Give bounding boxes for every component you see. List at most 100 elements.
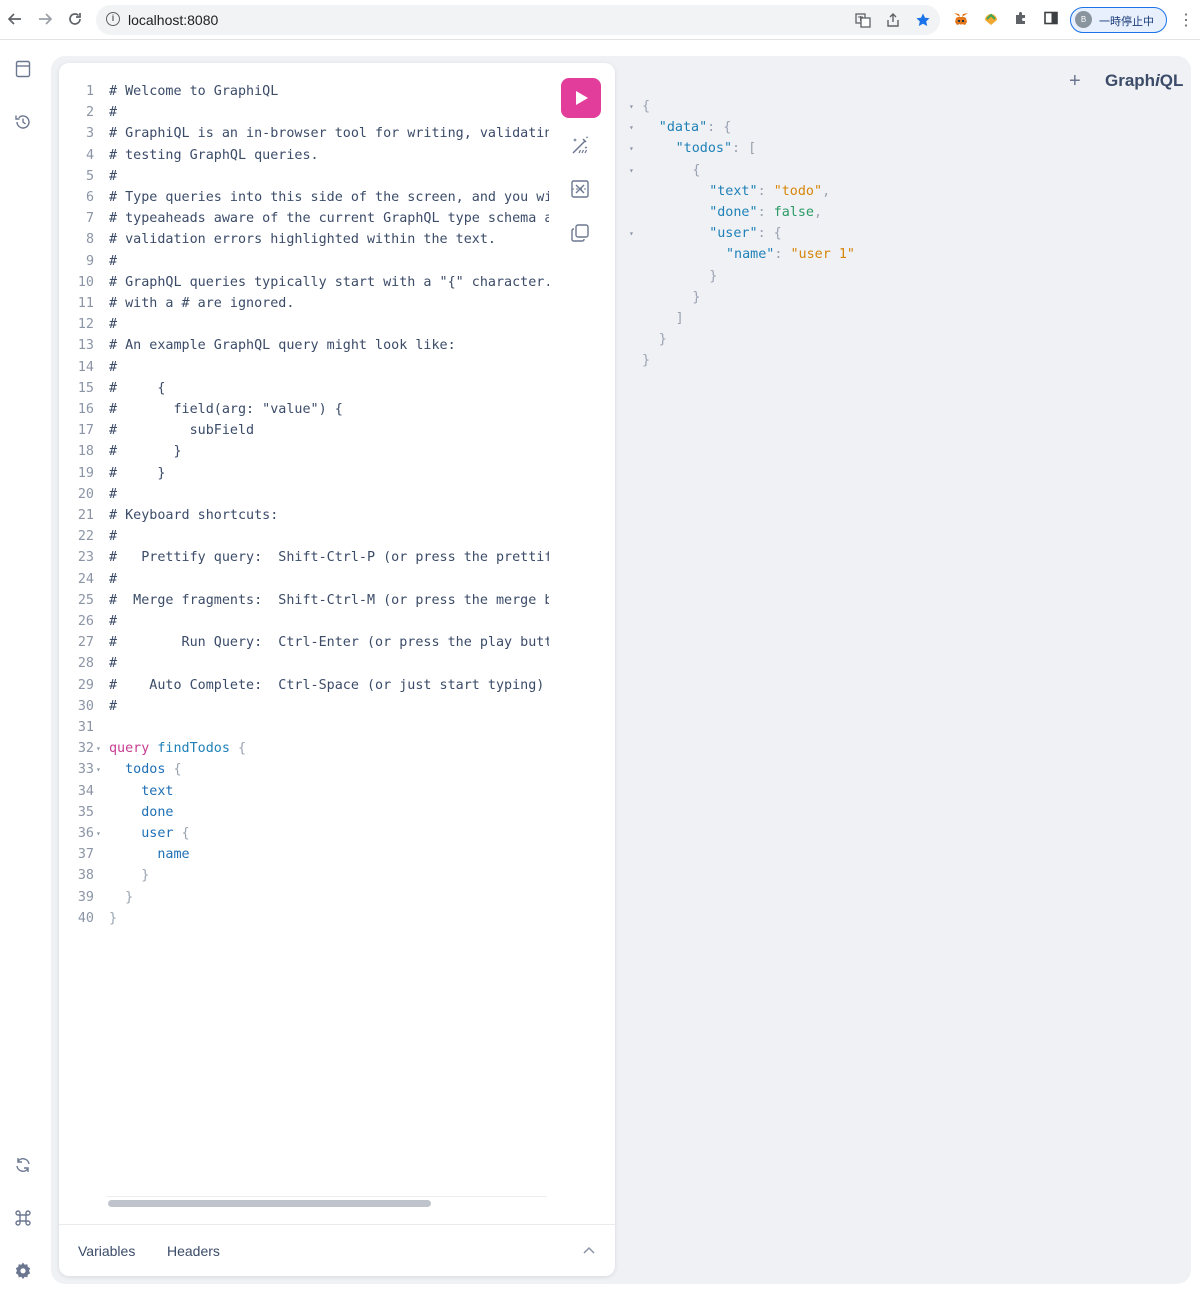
code-token: query xyxy=(109,741,150,757)
result-text: "text": "todo", xyxy=(709,181,830,202)
fold-marker-icon[interactable]: ▾ xyxy=(96,744,101,754)
code-text: } xyxy=(109,887,549,908)
code-line[interactable]: 34 text xyxy=(59,781,549,802)
merge-fragments-button[interactable] xyxy=(568,177,592,201)
code-line[interactable]: 35 done xyxy=(59,802,549,823)
line-number: 8 xyxy=(85,232,94,248)
code-line[interactable]: 23# Prettify query: Shift-Ctrl-P (or pre… xyxy=(59,547,549,568)
fold-marker-icon[interactable]: ▾ xyxy=(96,765,101,775)
code-line[interactable]: 6# Type queries into this side of the sc… xyxy=(59,187,549,208)
code-text: # xyxy=(109,696,549,717)
code-line[interactable]: 19# } xyxy=(59,463,549,484)
code-line[interactable]: 22# xyxy=(59,526,549,547)
line-number: 22 xyxy=(77,529,94,545)
code-line[interactable]: 39 } xyxy=(59,887,549,908)
code-comment: # testing GraphQL queries. xyxy=(109,147,319,163)
forward-arrow-icon[interactable] xyxy=(34,8,56,30)
code-line[interactable]: 2# xyxy=(59,102,549,123)
browser-toolbar: i localhost:8080 B 一時停止中 ⋮ xyxy=(0,0,1200,40)
code-text: # xyxy=(109,314,549,335)
line-number: 31 xyxy=(77,720,94,735)
reload-icon[interactable] xyxy=(64,8,86,30)
refetch-schema-icon[interactable] xyxy=(12,1154,34,1176)
code-line[interactable]: 26# xyxy=(59,611,549,632)
docs-icon[interactable] xyxy=(12,58,34,80)
code-line[interactable]: 25# Merge fragments: Shift-Ctrl-M (or pr… xyxy=(59,590,549,611)
history-icon[interactable] xyxy=(12,111,34,133)
json-token: "text" xyxy=(709,183,758,199)
fold-marker-icon[interactable]: ▾ xyxy=(629,123,634,133)
code-line[interactable]: 12# xyxy=(59,314,549,335)
add-tab-button[interactable]: + xyxy=(1069,70,1081,92)
prettify-button[interactable] xyxy=(568,133,592,157)
site-info-icon[interactable]: i xyxy=(106,12,120,26)
result-line: "text": "todo", xyxy=(625,181,1165,202)
back-arrow-icon[interactable] xyxy=(4,8,26,30)
code-line[interactable]: 29# Auto Complete: Ctrl-Space (or just s… xyxy=(59,675,549,696)
code-line[interactable]: 11# with a # are ignored. xyxy=(59,293,549,314)
address-bar[interactable]: i localhost:8080 xyxy=(96,5,940,35)
code-token: { xyxy=(173,826,190,841)
fold-marker-icon[interactable]: ▾ xyxy=(96,829,101,838)
result-viewer[interactable]: ▾{▾"data": {▾"todos": [▾{"text": "todo",… xyxy=(625,96,1165,496)
code-line[interactable]: 38 } xyxy=(59,865,549,886)
code-line[interactable]: 17# subField xyxy=(59,420,549,441)
code-line[interactable]: 14# xyxy=(59,357,549,378)
code-line[interactable]: 9# xyxy=(59,251,549,272)
code-line[interactable]: 28# xyxy=(59,653,549,674)
browser-menu-icon[interactable]: ⋮ xyxy=(1178,12,1194,29)
translate-icon[interactable] xyxy=(854,12,872,28)
profile-chip[interactable]: B 一時停止中 xyxy=(1070,7,1167,33)
code-line[interactable]: 24# xyxy=(59,569,549,590)
code-line[interactable]: 3# GraphiQL is an in-browser tool for wr… xyxy=(59,123,549,144)
copy-query-button[interactable] xyxy=(568,221,592,245)
horizontal-scrollbar[interactable] xyxy=(106,1196,547,1207)
code-line[interactable]: 32▾query findTodos { xyxy=(59,738,549,759)
code-line[interactable]: 31 xyxy=(59,717,549,738)
code-line[interactable]: 15# { xyxy=(59,378,549,399)
json-token: } xyxy=(642,353,651,369)
code-text: done xyxy=(109,802,549,823)
shortcuts-command-icon[interactable] xyxy=(12,1207,34,1229)
extension-icon[interactable] xyxy=(981,10,1001,30)
tab-headers[interactable]: Headers xyxy=(167,1243,220,1259)
share-icon[interactable] xyxy=(884,12,902,28)
code-line[interactable]: 13# An example GraphQL query might look … xyxy=(59,335,549,356)
chevron-up-icon[interactable] xyxy=(581,1243,597,1259)
fold-marker-icon[interactable]: ▾ xyxy=(629,102,634,111)
code-text: # subField xyxy=(109,420,549,441)
scrollbar-thumb[interactable] xyxy=(108,1200,431,1207)
metamask-fox-icon[interactable] xyxy=(951,10,971,30)
tab-variables[interactable]: Variables xyxy=(78,1243,136,1259)
run-query-button[interactable] xyxy=(561,78,601,118)
settings-gear-icon[interactable] xyxy=(12,1260,34,1282)
code-line[interactable]: 18# } xyxy=(59,441,549,462)
code-line[interactable]: 27# Run Query: Ctrl-Enter (or press the … xyxy=(59,632,549,653)
code-line[interactable]: 16# field(arg: "value") { xyxy=(59,399,549,420)
code-line[interactable]: 20# xyxy=(59,484,549,505)
fold-marker-icon[interactable]: ▾ xyxy=(629,165,634,175)
line-number: 2 xyxy=(85,105,94,121)
code-line[interactable]: 10# GraphQL queries typically start with… xyxy=(59,272,549,293)
code-line[interactable]: 40} xyxy=(59,908,549,929)
code-line[interactable]: 8# validation errors highlighted within … xyxy=(59,229,549,250)
bookmark-star-icon[interactable] xyxy=(914,12,932,28)
sidepanel-icon[interactable] xyxy=(1041,10,1061,30)
code-line[interactable]: 7# typeaheads aware of the current Graph… xyxy=(59,208,549,229)
code-line[interactable]: 5# xyxy=(59,166,549,187)
fold-marker-icon[interactable]: ▾ xyxy=(629,144,634,154)
code-line[interactable]: 36▾ user { xyxy=(59,823,549,844)
result-text: { xyxy=(642,96,650,117)
fold-marker-icon[interactable]: ▾ xyxy=(629,229,634,239)
code-line[interactable]: 21# Keyboard shortcuts: xyxy=(59,505,549,526)
puzzle-icon[interactable] xyxy=(1011,10,1031,30)
code-line[interactable]: 1# Welcome to GraphiQL xyxy=(59,81,549,102)
code-line[interactable]: 4# testing GraphQL queries. xyxy=(59,145,549,166)
code-text: # } xyxy=(109,463,549,484)
line-number: 9 xyxy=(85,253,94,269)
code-line[interactable]: 37 name xyxy=(59,844,549,865)
code-text: text xyxy=(109,781,549,802)
code-line[interactable]: 30# xyxy=(59,696,549,717)
code-line[interactable]: 33▾ todos { xyxy=(59,759,549,780)
